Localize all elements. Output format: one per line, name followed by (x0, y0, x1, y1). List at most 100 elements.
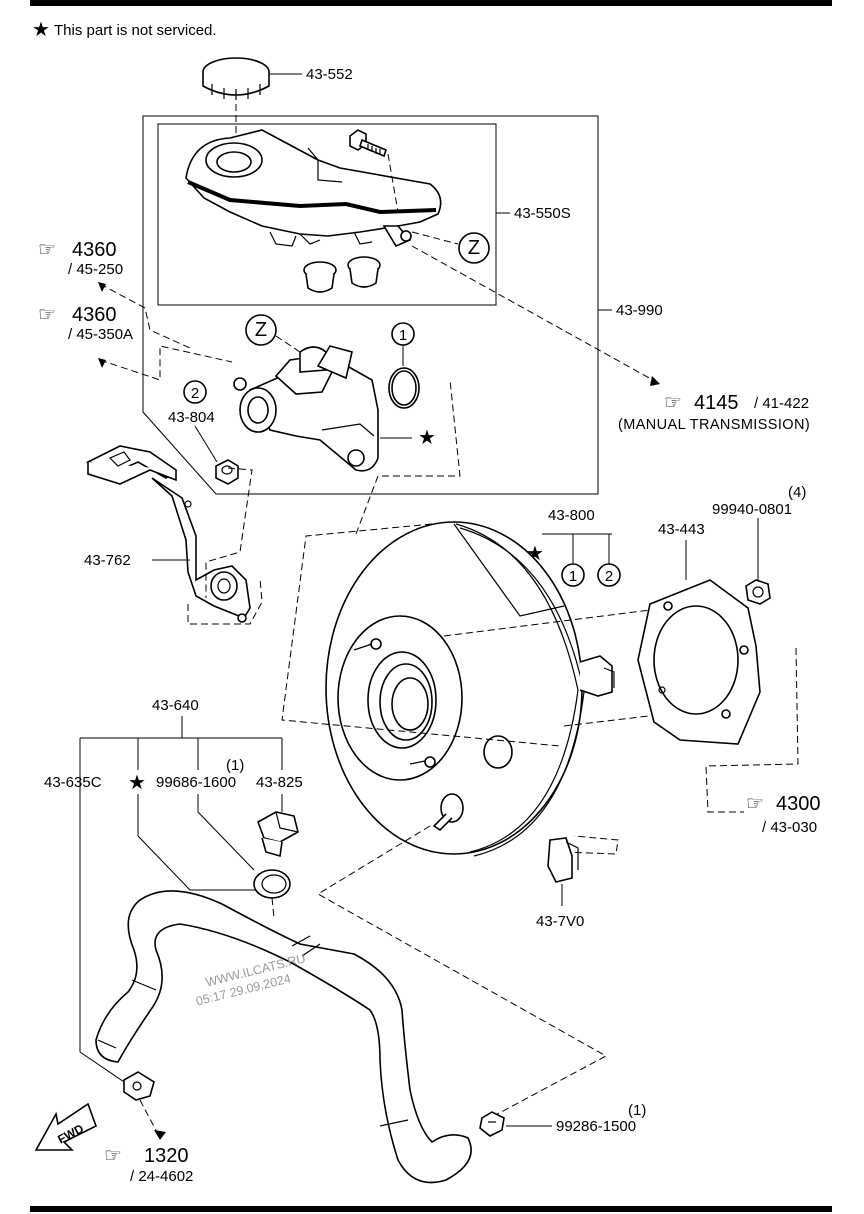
leader-43-635c-tip (79, 1051, 131, 1087)
bracket-43-762[interactable] (85, 445, 251, 623)
label-99940-0801[interactable]: 99940-0801 (712, 501, 792, 518)
label-43-800[interactable]: 43-800 (548, 507, 595, 524)
leader-star-hose-line (137, 794, 270, 891)
hose-clamp-99686-1600[interactable] (253, 869, 291, 899)
o-ring-seal[interactable] (388, 367, 420, 409)
callout-2-nut: 2 (183, 380, 207, 404)
sensor-dash-line (563, 835, 619, 855)
reservoir-grommet-left[interactable] (303, 261, 337, 293)
label-43-443[interactable]: 43-443 (658, 521, 705, 538)
booster-dash-left (281, 523, 561, 747)
svg-text:2: 2 (191, 385, 199, 402)
fwd-arrow-icon: FWD (34, 1102, 97, 1151)
reservoir-cap[interactable] (202, 57, 270, 100)
vacuum-sensor[interactable] (547, 837, 579, 883)
svg-text:/ 24-4602: / 24-4602 (130, 1168, 193, 1185)
ref-4300-43-030[interactable]: ☞ 4300 / 43-030 (746, 793, 821, 836)
callout-z-upper: Z (458, 232, 490, 264)
qty-99286-1500: (1) (628, 1102, 646, 1119)
hose-clip-43-825[interactable] (257, 811, 299, 858)
book-icon: ☞ (746, 793, 764, 815)
book-icon: ☞ (38, 304, 56, 326)
callout-z-lower: Z (245, 314, 277, 346)
svg-text:/ 45-250: / 45-250 (68, 261, 123, 278)
ref-4360-45-350a[interactable]: ☞ 4360 / 45-350A (38, 304, 133, 343)
booster-dash-top (443, 609, 651, 637)
mc-to-booster-line (355, 379, 461, 535)
label-99686-1600[interactable]: 99686-1600 (156, 774, 236, 791)
svg-text:4360: 4360 (72, 239, 117, 261)
not-serviced-star-mc: ★ (418, 427, 436, 449)
svg-text:/ 45-350A: / 45-350A (68, 326, 133, 343)
brake-booster[interactable] (325, 521, 615, 857)
hose-clip-99286-1500[interactable] (479, 1111, 505, 1137)
leader-99686-1600 (197, 794, 255, 871)
not-serviced-star-hose: ★ (128, 772, 146, 794)
svg-text:4145: 4145 (694, 392, 739, 414)
reservoir-grommet-right[interactable] (347, 256, 381, 288)
clamp-axis-line (271, 897, 275, 919)
svg-text:1320: 1320 (144, 1145, 189, 1167)
leader-43-804 (194, 425, 218, 463)
svg-text:4360: 4360 (72, 304, 117, 326)
svg-text:/ 43-030: / 43-030 (762, 819, 817, 836)
label-99286-1500[interactable]: 99286-1500 (556, 1118, 636, 1135)
bracket-outline-line (187, 577, 263, 625)
nut-to-bracket-line (205, 467, 253, 598)
arrow-4360-b (98, 358, 106, 368)
master-cylinder-assy-frame (142, 115, 599, 495)
callout-2-booster: 2 (597, 563, 621, 587)
label-43-7v0[interactable]: 43-7V0 (536, 913, 584, 930)
reservoir-frame (157, 123, 497, 306)
arrow-4360-a (98, 282, 106, 292)
master-cylinder[interactable] (233, 345, 379, 472)
watermark: WWW.ILCATS.RU 05:17 29.09.2024 (194, 951, 307, 1008)
line-4360-b (99, 345, 233, 381)
qty-99940-0801: (4) (788, 484, 806, 501)
nut-43-804[interactable] (215, 459, 239, 485)
label-43-825[interactable]: 43-825 (256, 774, 303, 791)
svg-text:Z: Z (468, 237, 480, 259)
svg-text:1: 1 (569, 568, 577, 585)
label-43-762[interactable]: 43-762 (84, 552, 131, 569)
callout-1-upper: 1 (391, 322, 415, 346)
qty-99686-1600: (1) (226, 757, 244, 774)
ref-4360-45-250[interactable]: ☞ 4360 / 45-250 (38, 239, 123, 278)
line-4360-a (99, 283, 191, 349)
label-43-804[interactable]: 43-804 (168, 409, 215, 426)
z-lower-line (275, 335, 301, 353)
svg-text:4300: 4300 (776, 793, 821, 815)
svg-text:Z: Z (255, 319, 267, 341)
line-to-4145 (411, 245, 661, 385)
bottom-rule (30, 1206, 832, 1212)
arrow-1320 (154, 1130, 166, 1140)
ref-1320-24-4602[interactable]: ☞ 1320 / 24-4602 (104, 1145, 193, 1185)
bolt-axis-line (387, 153, 399, 213)
top-rule (30, 0, 832, 6)
label-43-640[interactable]: 43-640 (152, 697, 199, 714)
ref-4145-41-422[interactable]: ☞ 4145 / 41-422 (MANUAL TRANSMISSION) (618, 392, 810, 433)
brake-fluid-reservoir[interactable] (185, 129, 442, 248)
svg-text:1: 1 (399, 327, 407, 344)
nut-99940-0801[interactable] (745, 579, 771, 605)
note-text: This part is not serviced. (54, 22, 217, 39)
arrow-4145 (650, 376, 660, 386)
label-43-552[interactable]: 43-552 (306, 66, 353, 83)
book-icon: ☞ (664, 392, 682, 414)
manual-transmission-note: (MANUAL TRANSMISSION) (618, 417, 810, 433)
gasket-43-443[interactable] (637, 579, 761, 745)
callout-1-booster: 1 (561, 563, 585, 587)
svg-text:/ 41-422: / 41-422 (754, 395, 809, 412)
z-upper-line (411, 231, 459, 245)
line-to-4300 (705, 647, 799, 813)
reservoir-bolt[interactable] (349, 129, 387, 158)
vacuum-hose[interactable] (95, 890, 472, 1184)
book-icon: ☞ (38, 239, 56, 261)
label-43-990[interactable]: 43-990 (616, 302, 663, 319)
label-43-550s[interactable]: 43-550S (514, 205, 571, 222)
booster-pushrod (432, 793, 464, 832)
label-43-635c[interactable]: 43-635C (44, 774, 102, 791)
svg-text:2: 2 (605, 568, 613, 585)
hose-end-clamp[interactable] (123, 1071, 155, 1101)
